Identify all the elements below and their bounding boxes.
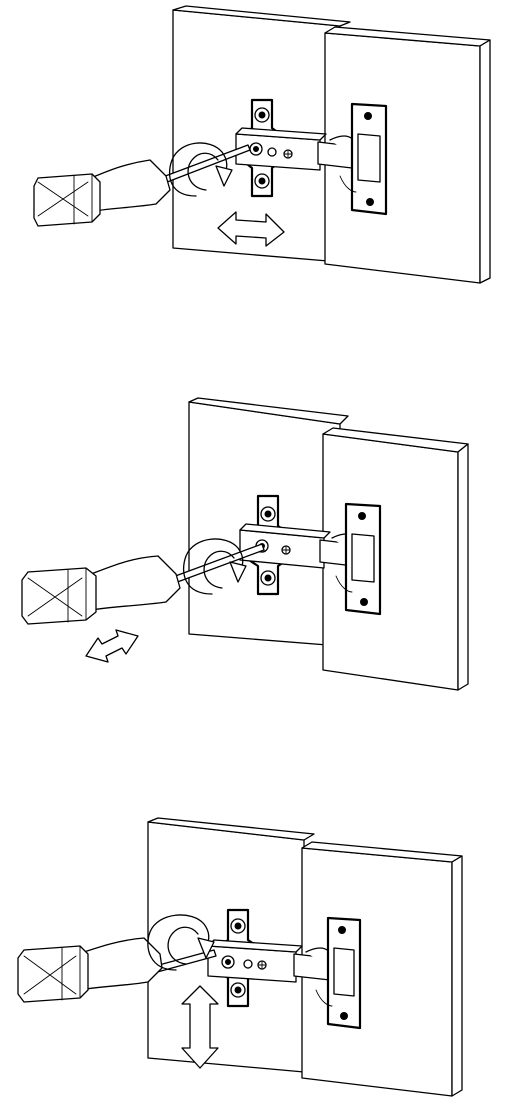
adjustment-arrow-icon (85, 629, 139, 663)
rotation-arrow-icon (147, 914, 215, 971)
screwdriver-icon (21, 543, 265, 625)
rotation-arrow-icon (182, 538, 247, 595)
rotation-arrow-icon (168, 142, 233, 197)
hinge-icon (239, 494, 382, 616)
adjustment-arrow-icon (217, 211, 285, 247)
hinge-icon (235, 98, 388, 216)
step-3-panel (17, 817, 463, 1097)
door-panel (324, 26, 491, 284)
adjustment-arrow-icon (181, 985, 219, 1069)
door-panel (322, 427, 469, 691)
screwdriver-icon (33, 144, 251, 227)
step-1-panel (33, 5, 491, 284)
door-panel (301, 841, 463, 1097)
screwdriver-icon (17, 937, 217, 1003)
hinge-icon (207, 908, 362, 1030)
step-2-panel (21, 397, 469, 691)
